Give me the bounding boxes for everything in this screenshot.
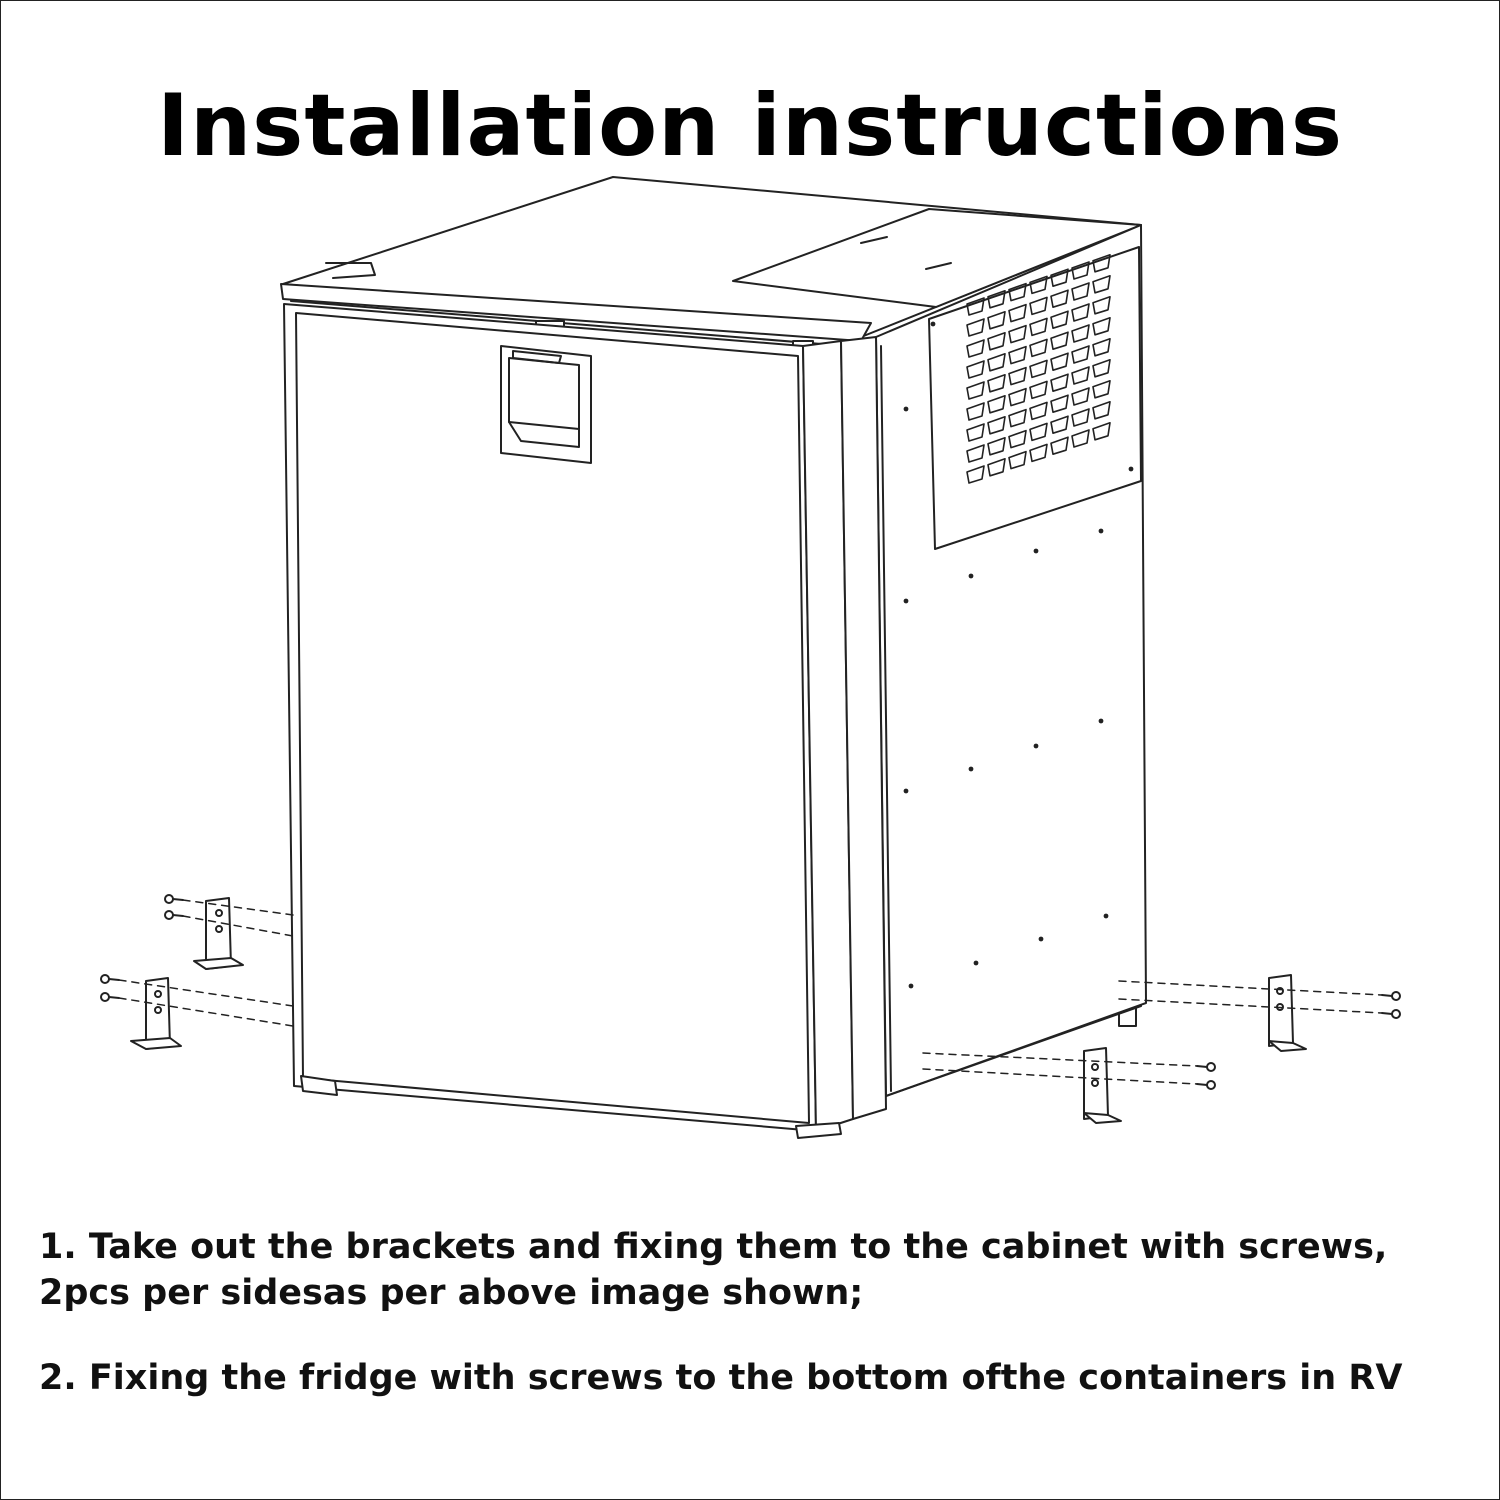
vent-slot [1008,429,1027,449]
vent-slot [1008,345,1027,365]
rivet-dot [1103,913,1109,919]
vent-slot [987,310,1006,330]
vent-slot [987,415,1006,435]
rivet-dot [903,598,909,604]
side-panel-rivets [903,321,1134,989]
vent-slot [966,360,985,379]
vent-slot [987,352,1006,372]
rivet-dot [1098,718,1104,724]
vent-slot [1071,261,1090,280]
screw-icon [100,894,184,1002]
vent-slot [1050,352,1069,372]
rivet-dot [1033,743,1039,749]
step-2-text: 2. Fixing the fridge with screws to the … [39,1358,1403,1398]
vent-grille-icon [928,246,1142,550]
vent-slot [1092,316,1111,336]
vent-slot [1029,443,1048,463]
vent-slot [966,465,985,484]
vent-slot [987,373,1006,393]
vent-slot [1029,317,1048,337]
vent-slot [1092,421,1111,441]
vent-slot [1050,310,1069,330]
vent-slot [1008,324,1027,344]
vent-slot [966,444,985,463]
vent-slot [1092,295,1111,315]
left-bracket-upper [193,897,244,970]
rivet-dot [1033,548,1039,554]
right-bracket-front [1083,1047,1122,1124]
rivet-dot [968,573,974,579]
vent-slot [1050,415,1069,435]
vent-slot [1092,379,1111,399]
rivet-dot [968,766,974,772]
vent-slot [1092,400,1111,420]
rivet-dot [903,788,909,794]
vent-slot [987,457,1006,477]
vent-slot [1029,338,1048,358]
vent-slot [1008,387,1027,407]
vent-slot [1050,373,1069,393]
vent-slot [1008,303,1027,323]
vent-slot [1008,282,1027,302]
vent-slot [966,297,985,316]
vent-slot [1071,366,1090,385]
vent-slot [1029,296,1048,316]
door-handle-icon [500,345,592,464]
vent-slot [1092,274,1111,294]
vent-slot [1008,366,1027,386]
fridge-door [283,303,887,1139]
fridge-illustration [100,176,1401,1139]
vent-slot [1071,429,1090,448]
vent-slot [1071,324,1090,343]
vent-slot [1092,254,1111,273]
vent-slot [1050,268,1069,288]
vent-slot [987,289,1006,309]
vent-slot [1029,401,1048,421]
vent-slot [1071,345,1090,364]
vent-slot [987,436,1006,456]
vent-slot [1029,275,1048,295]
instruction-steps: 1. Take out the brackets and fixing them… [39,1225,1469,1402]
vent-slot [1071,408,1090,427]
step-1-text: 1. Take out the brackets and fixing them… [39,1227,1388,1313]
rivet-dot [908,983,914,989]
page-title: Installation instructions [156,75,1344,176]
vent-slot [966,423,985,442]
vent-slot [1050,331,1069,351]
vent-slot [1092,337,1111,357]
rivet-dot [973,960,979,966]
vent-slot [1008,450,1027,470]
rivet-dot [1098,528,1104,534]
vent-slot [1050,436,1069,456]
vent-slot [966,339,985,358]
vent-slot [1071,303,1090,322]
vent-slot [966,318,985,337]
left-bracket-lower [130,977,182,1050]
rivet-dot [1038,936,1044,942]
vent-slot [966,381,985,400]
right-dashed-guides [922,980,1383,1085]
vent-slot [987,394,1006,414]
vent-slot [1071,387,1090,406]
vent-slot [1029,359,1048,379]
rivet-dot [903,406,909,412]
vent-slot [1071,282,1090,301]
vent-slot [987,331,1006,351]
vent-slot [1050,394,1069,414]
screw-icon [1196,991,1401,1090]
vent-slot [1029,380,1048,400]
rivet-dot [930,321,936,327]
vent-slot [1029,422,1048,442]
right-bracket-side [1268,974,1307,1052]
vent-slot [1008,408,1027,428]
vent-slot [1050,289,1069,309]
vent-slot [966,402,985,421]
left-dashed-guides [118,899,294,1027]
vent-slot [1092,358,1111,378]
rivet-dot [1128,466,1134,472]
